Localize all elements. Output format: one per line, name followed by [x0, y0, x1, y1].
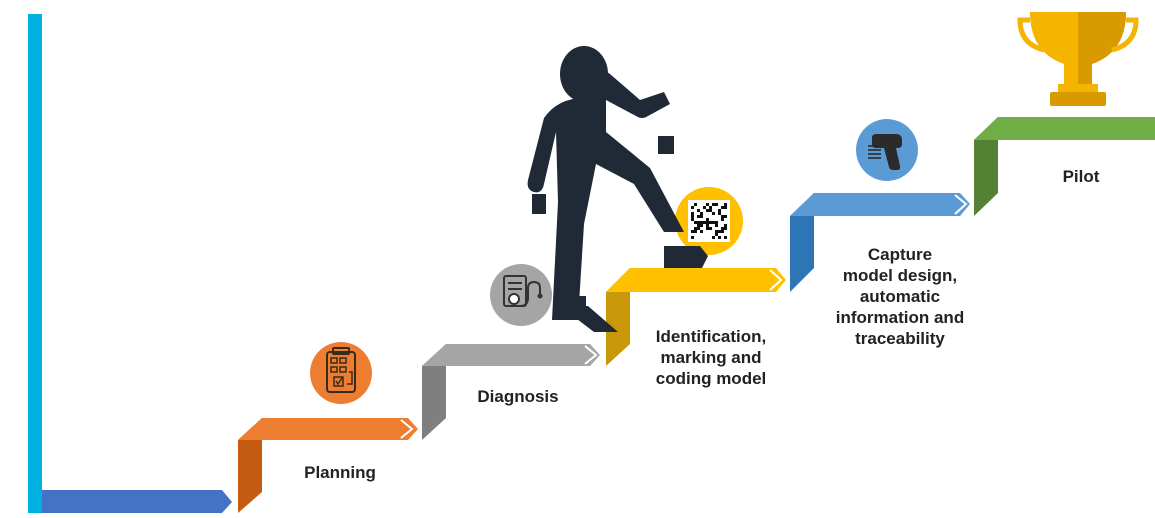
step-label-line: coding model — [655, 369, 767, 388]
step-label-identification: Identification, marking and coding model — [636, 326, 786, 389]
qr-code-icon — [675, 187, 743, 255]
step-label-line: Capture — [867, 245, 933, 264]
left-accent-bar — [28, 14, 42, 513]
step-label-line: information and — [835, 308, 965, 327]
flowchart-clipboard-icon — [310, 342, 372, 404]
step-label-pilot: Pilot — [1046, 166, 1116, 187]
barcode-scanner-icon — [856, 119, 918, 181]
step-label-line: Planning — [304, 463, 376, 482]
step-label-line: marking and — [660, 348, 762, 367]
step-4-riser — [606, 268, 630, 366]
step-4-tread — [606, 268, 786, 292]
step-label-line: Identification, — [655, 327, 767, 346]
step-label-diagnosis: Diagnosis — [468, 386, 568, 407]
step-5-tread — [790, 193, 970, 216]
step-label-line: model design, — [842, 266, 958, 285]
trophy-icon — [1017, 12, 1139, 106]
step-3-riser — [422, 344, 446, 440]
step-1-tread — [42, 490, 232, 513]
step-label-line: traceability — [855, 329, 945, 348]
step-3-tread — [422, 344, 600, 366]
step-label-capture: Capture model design, automatic informat… — [812, 244, 988, 349]
step-6-tread — [974, 117, 1155, 140]
step-2-riser — [238, 418, 262, 513]
step-2-tread — [238, 418, 418, 440]
step-5-riser — [790, 193, 814, 292]
document-stethoscope-icon — [490, 264, 552, 326]
step-label-planning: Planning — [290, 462, 390, 483]
step-label-line: Diagnosis — [477, 387, 559, 406]
step-6-riser — [974, 117, 998, 216]
step-1 — [42, 490, 232, 513]
step-label-line: Pilot — [1062, 167, 1100, 186]
walking-person-figure — [527, 46, 708, 332]
step-label-line: automatic — [859, 287, 941, 306]
